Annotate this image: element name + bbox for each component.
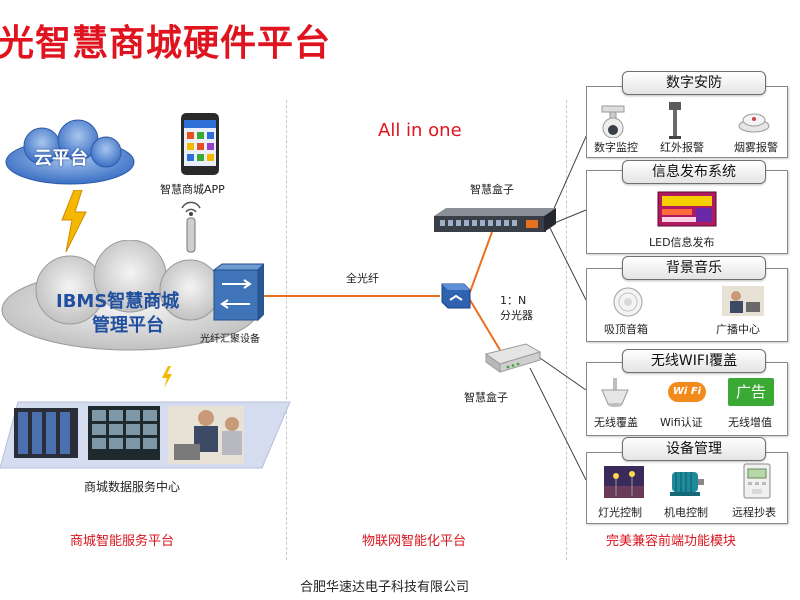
fiber-to-box-bottom [469,299,501,351]
divider-left [286,100,287,560]
module-music-title: 背景音乐 [622,256,766,280]
section-frontend-modules: 完美兼容前端功能模块 [606,534,737,549]
fiber-label: 全光纤 [346,272,379,285]
module-info-publish-title: 信息发布系统 [622,160,766,184]
link-music [549,227,587,301]
app-label: 智慧商城APP [160,183,225,196]
broadcast-center-icon [722,286,764,316]
slogan: All in one [378,120,462,141]
fiber-to-box-top [469,231,493,293]
item-broadcast-center: 广播中心 [716,323,760,336]
meter-icon [743,463,771,499]
splitter-icon [441,283,471,309]
item-smoke-alarm: 烟雾报警 [734,141,778,154]
lightning-icon [61,190,87,253]
rack-device-icon [434,208,556,232]
antenna-icon [181,201,201,253]
fiber-switch-icon [212,263,264,322]
item-wireless-value: 无线增值 [728,416,772,429]
link-wifi [539,357,587,391]
page-title: 光智慧商城硬件平台 [0,23,332,64]
street-light-icon [604,466,644,498]
ibms-line2: 管理平台 [92,315,164,336]
item-motor-control: 机电控制 [664,506,708,519]
motor-icon [670,472,704,496]
smartphone-app-icon [181,113,219,175]
wireless-ap-icon [601,378,629,407]
signal-bolt-icon [162,366,172,388]
link-led [551,209,587,225]
datacenter-label: 商城数据服务中心 [84,480,181,494]
module-wifi-title: 无线WIFI覆盖 [622,349,766,373]
section-mall-service: 商城智能服务平台 [70,534,175,549]
module-security-title: 数字安防 [622,71,766,95]
link-device [529,367,587,481]
dome-camera-icon [601,105,625,138]
smoke-detector-icon [738,113,770,133]
cloud-shape [5,119,135,185]
item-infrared-alarm: 红外报警 [660,141,704,154]
item-remote-meter: 远程抄表 [732,506,776,519]
item-digital-monitor: 数字监控 [594,141,638,154]
item-ceiling-speaker: 吸顶音箱 [604,323,648,336]
divider-right [566,100,567,560]
infrared-sensor-icon [669,102,681,139]
ibms-line1: IBMS智慧商城 [56,291,180,312]
box-top-label: 智慧盒子 [470,183,514,196]
item-wifi-auth: Wifi认证 [660,416,703,429]
led-screen-icon [657,191,717,227]
ad-badge-icon: 广告 [728,378,774,406]
splitter-label: 分光器 [500,309,533,322]
wifi-logo-icon: Wi Fi [668,382,706,402]
section-iot-platform: 物联网智能化平台 [362,534,467,549]
wall-box-icon [484,343,542,373]
cloud-label: 云平台 [34,148,88,169]
item-light-control: 灯光控制 [598,506,642,519]
switch-label: 光纤汇聚设备 [200,334,260,345]
item-wireless-coverage: 无线覆盖 [594,416,638,429]
splitter-ratio: 1：N [500,294,527,307]
datacenter-image [0,401,291,469]
module-device-mgmt-title: 设备管理 [622,437,766,461]
ibms-cloud-shape [1,240,259,351]
company-name: 合肥华速达电子科技有限公司 [300,580,470,595]
ceiling-speaker-icon [613,287,643,317]
item-led-publish: LED信息发布 [649,236,715,249]
box-bottom-label: 智慧盒子 [464,391,508,404]
